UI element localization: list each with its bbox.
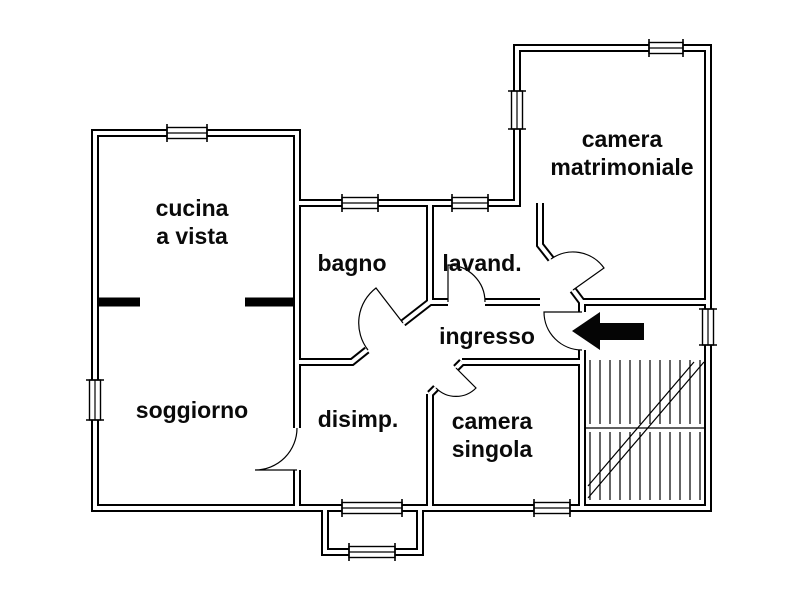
room-label-ingresso: ingresso: [439, 322, 535, 349]
stair-treads-upper: [589, 360, 701, 424]
door-swing-laundry: [447, 264, 486, 303]
room-label-lavanderia: lavand.: [442, 249, 522, 276]
window-icon: [86, 379, 104, 421]
window-icon: [451, 194, 489, 212]
room-label-camera-matrimoniale: camera matrimoniale: [550, 125, 694, 180]
french-window-icon: [341, 499, 403, 517]
window-icon: [348, 543, 396, 561]
door-swing-master-bedroom: [550, 251, 605, 291]
walls: [95, 48, 708, 552]
window-icon: [341, 194, 379, 212]
entrance-arrow-icon: [572, 312, 644, 350]
door-swings: [254, 251, 605, 471]
staircase: [585, 360, 705, 500]
door-swing-living-room: [254, 427, 298, 471]
stair-treads-lower: [589, 432, 701, 500]
room-label-disimpegno: disimp.: [317, 405, 399, 432]
room-label-cucina: cucina a vista: [155, 194, 229, 249]
window-icon: [648, 39, 684, 57]
door-swing-single-bedroom: [435, 367, 477, 397]
window-icon: [699, 308, 717, 346]
room-label-bagno: bagno: [317, 249, 387, 276]
room-label-soggiorno: soggiorno: [135, 396, 249, 423]
window-icon: [533, 499, 571, 517]
door-swing-entrance: [543, 311, 583, 351]
window-icon: [508, 90, 526, 130]
room-label-camera-singola: camera singola: [451, 407, 533, 462]
window-symbols: [86, 39, 717, 561]
door-swing-bathroom: [358, 287, 404, 351]
window-icon: [166, 124, 208, 142]
stair-break-line: [587, 361, 705, 499]
